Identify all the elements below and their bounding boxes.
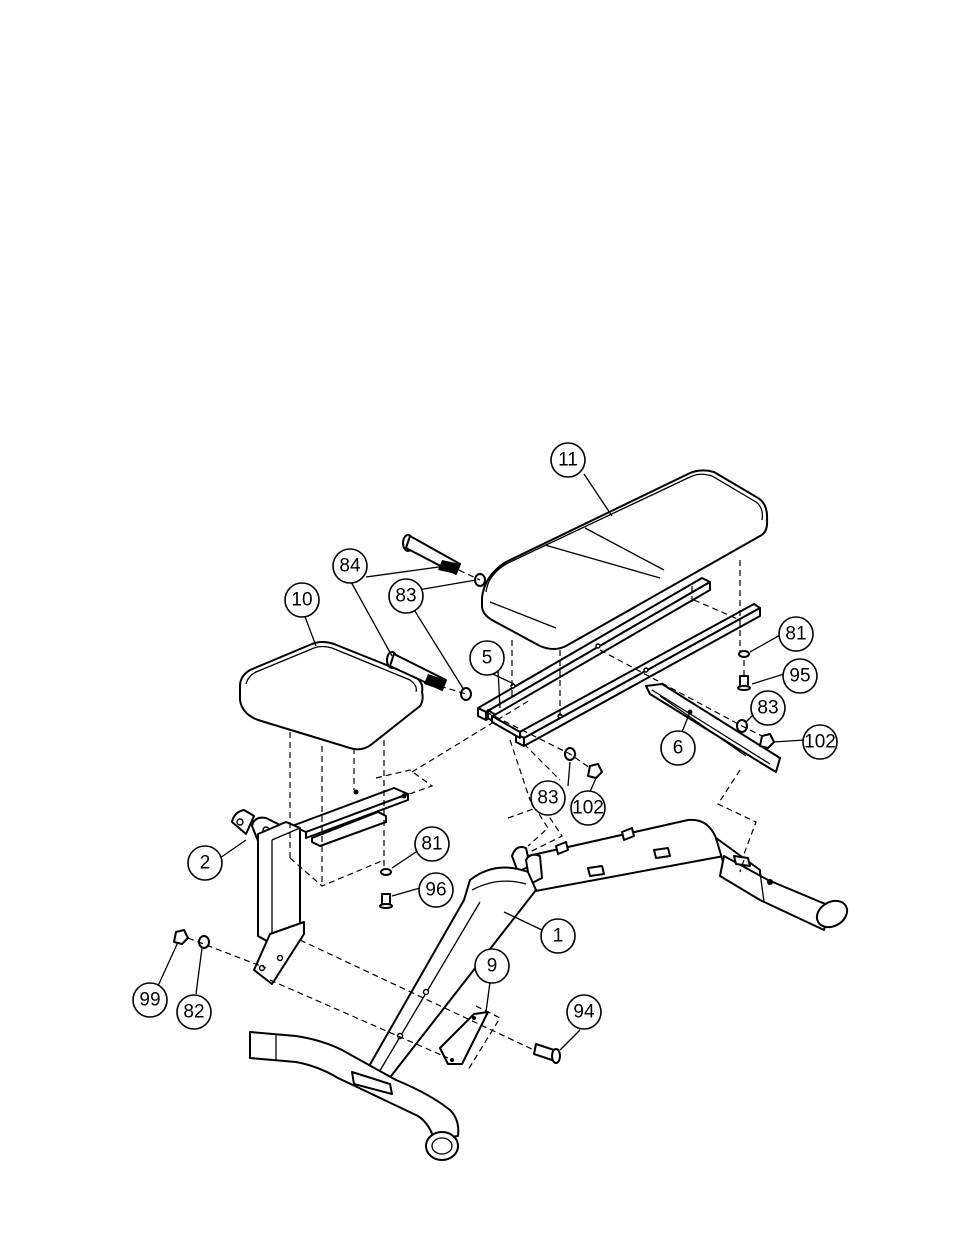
callout-81-right: 81: [779, 617, 813, 651]
svg-text:10: 10: [291, 590, 312, 611]
callout-81-left: 81: [415, 827, 449, 861]
callout-102-mid: 102: [571, 791, 605, 825]
callout-10: 10: [285, 583, 319, 617]
callout-83-top: 83: [389, 579, 423, 613]
callout-6: 6: [661, 731, 695, 765]
svg-text:94: 94: [573, 1002, 595, 1023]
callout-83-mid: 83: [531, 781, 565, 815]
svg-text:84: 84: [339, 556, 361, 577]
callout-9: 9: [475, 949, 509, 983]
assembly-lines: [188, 560, 762, 1070]
hardware: [174, 535, 774, 1063]
svg-text:1: 1: [553, 926, 564, 947]
svg-text:99: 99: [139, 990, 160, 1011]
svg-text:81: 81: [421, 834, 442, 855]
bracket-plate: [440, 1012, 488, 1064]
callout-5: 5: [470, 641, 504, 675]
svg-text:82: 82: [183, 1002, 204, 1023]
svg-text:95: 95: [789, 666, 810, 687]
callout-82: 82: [177, 995, 211, 1029]
svg-text:5: 5: [482, 648, 493, 669]
svg-text:102: 102: [572, 798, 604, 819]
callout-1: 1: [541, 919, 575, 953]
svg-text:102: 102: [804, 732, 836, 753]
callout-99: 99: [133, 983, 167, 1017]
callout-11: 11: [551, 443, 585, 477]
front-upright: [232, 810, 304, 984]
svg-text:11: 11: [558, 450, 578, 471]
svg-text:81: 81: [785, 624, 806, 645]
callout-83-right: 83: [751, 691, 785, 725]
svg-text:2: 2: [200, 853, 211, 874]
callout-84: 84: [333, 549, 367, 583]
svg-text:83: 83: [757, 698, 778, 719]
svg-text:96: 96: [425, 880, 446, 901]
callout-102-right: 102: [803, 725, 837, 759]
callout-95: 95: [783, 659, 817, 693]
callout-2: 2: [188, 846, 222, 880]
main-frame: [250, 820, 852, 1160]
svg-text:83: 83: [537, 788, 558, 809]
svg-text:9: 9: [487, 956, 498, 977]
seat-bracket: [292, 788, 408, 846]
callout-96: 96: [419, 873, 453, 907]
svg-text:6: 6: [673, 738, 684, 759]
svg-text:83: 83: [395, 586, 416, 607]
callout-94: 94: [567, 995, 601, 1029]
